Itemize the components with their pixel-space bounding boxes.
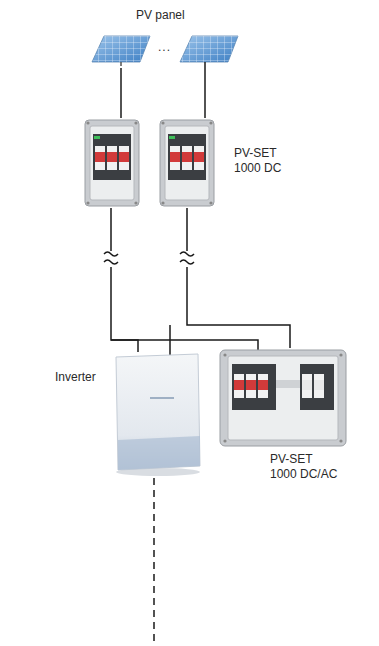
inverter-node: Inverter xyxy=(40,352,206,474)
cable xyxy=(111,208,138,352)
cable xyxy=(120,68,122,118)
pv-panel xyxy=(92,36,150,66)
ac-line xyxy=(153,478,155,646)
wire xyxy=(111,62,258,355)
pv-set-enclosure xyxy=(85,120,139,206)
ellipsis-mark: ... xyxy=(158,40,171,54)
pv-set-enclosure xyxy=(160,120,214,206)
device-label: PV-SET 1000 DC/AC xyxy=(270,452,342,482)
pv-set-enclosure xyxy=(220,350,346,446)
pv-set-group: PV-SET 1000 DC xyxy=(82,118,300,208)
pv-set-node: PV-SET 1000 DC/AC xyxy=(218,348,358,488)
panel-group: PV panel xyxy=(88,4,248,68)
device-label: PV panel xyxy=(136,8,216,23)
pv-panel xyxy=(180,36,238,62)
device-label: PV-SET 1000 DC xyxy=(234,146,296,176)
device-label: Inverter xyxy=(55,370,115,385)
cable xyxy=(187,208,290,348)
inverter-unit xyxy=(116,354,200,476)
